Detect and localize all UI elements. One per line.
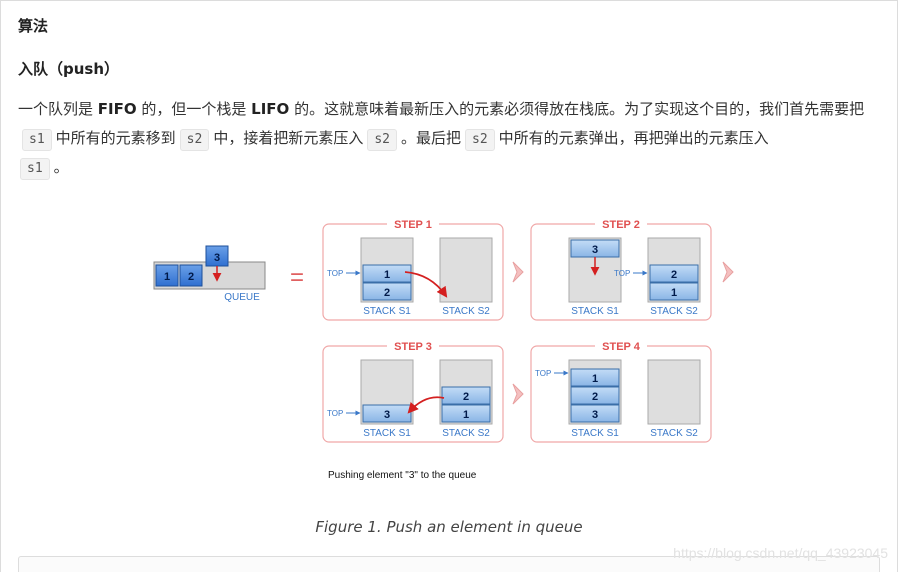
stack-item-label: 3	[592, 409, 598, 421]
text-segment: 。	[53, 158, 69, 176]
step-title-bg	[595, 339, 647, 352]
stack-item	[441, 386, 491, 405]
top-indicator-label: TOP	[327, 409, 343, 418]
watermark-text: https://blog.csdn.net/qq_43923045	[673, 545, 888, 561]
figure-caption: Figure 1. Push an element in queue	[315, 518, 583, 536]
stack-item-label: 2	[384, 287, 390, 299]
section-heading-push: 入队（push）	[18, 60, 120, 78]
step-title-bg	[387, 217, 439, 230]
stack-item	[649, 264, 699, 283]
lifo-term: LIFO	[251, 100, 290, 118]
equals-sign: =	[290, 264, 304, 291]
stack-item	[570, 386, 620, 405]
stack-item	[570, 404, 620, 423]
step-title-bg	[387, 339, 439, 352]
step-title: STEP 3	[394, 341, 432, 353]
text-segment: 中，接着把新元素压入	[213, 129, 364, 147]
step-panel: STEP 2 STACK S1 STACK S2 3 2 1 TOP	[530, 217, 712, 321]
stack-item-label: 2	[592, 391, 598, 403]
inline-code-s2: s2	[465, 129, 495, 151]
text-segment: 的。这就意味着最新压入的元素必须得放在栈底。为了实现这个目的，我们首先需要把	[289, 100, 865, 118]
text-segment: 中所有的元素弹出，再把弹出的元素压入	[498, 129, 769, 147]
inline-code-s1: s1	[22, 129, 52, 151]
stack-s1-label: STACK S1	[571, 306, 619, 317]
text-segment: 的，但一个栈是	[136, 100, 252, 118]
transfer-arrow	[407, 396, 445, 414]
stack-item-label: 1	[671, 287, 677, 299]
stack-item-label: 2	[463, 391, 469, 403]
stack-item	[570, 368, 620, 387]
description-paragraph: 一个队列是 FIFO 的，但一个栈是 LIFO 的。这就意味着最新压入的元素必须…	[18, 95, 880, 182]
queue-item-label: 1	[164, 271, 170, 283]
step-panel: STEP 1 STACK S1 STACK S2 1 2 TOP	[322, 217, 504, 321]
stack-s2-label: STACK S2	[650, 306, 698, 317]
step-chevron	[512, 383, 524, 405]
stack-item-label: 1	[384, 269, 390, 281]
next-block-container	[18, 556, 880, 572]
section-heading-algorithm: 算法	[18, 17, 49, 35]
queue-incoming-item-label: 3	[214, 252, 220, 264]
stack-s2	[647, 359, 701, 425]
stack-item	[649, 282, 699, 301]
stack-item-label: 2	[671, 269, 677, 281]
stack-s1-label: STACK S1	[571, 428, 619, 439]
step-chevron	[722, 261, 734, 283]
inline-code-s1: s1	[20, 158, 50, 180]
step-title: STEP 4	[602, 341, 641, 353]
transfer-arrow	[404, 271, 448, 298]
figure-subcaption: Pushing element "3" to the queue	[328, 470, 477, 481]
queue-item	[179, 264, 203, 287]
stack-item-label: 1	[463, 409, 469, 421]
step-panel: STEP 3 STACK S1 STACK S2 3 2 1 TOP	[322, 339, 504, 443]
fifo-term: FIFO	[97, 100, 137, 118]
stack-s2-label: STACK S2	[442, 306, 490, 317]
stack-item-label: 3	[384, 409, 390, 421]
stack-item-label: 3	[592, 244, 598, 256]
text-segment: 。最后把	[401, 129, 462, 147]
step-title: STEP 2	[602, 219, 640, 231]
step-title-bg	[595, 217, 647, 230]
top-indicator-label: TOP	[327, 269, 343, 278]
queue-illustration: 1 2 3 QUEUE =	[153, 245, 304, 303]
queue-label: QUEUE	[224, 292, 260, 303]
text-segment: 中所有的元素移到	[55, 129, 176, 147]
inline-code-s2: s2	[367, 129, 397, 151]
step-panel: STEP 4 STACK S1 STACK S2 1 2 3 TOP	[530, 339, 712, 443]
top-indicator-label: TOP	[535, 369, 551, 378]
step-title: STEP 1	[394, 219, 432, 231]
stack-s2-label: STACK S2	[650, 428, 698, 439]
stack-item	[441, 404, 491, 423]
stack-s2-label: STACK S2	[442, 428, 490, 439]
queue-item	[155, 264, 179, 287]
stack-s1-label: STACK S1	[363, 428, 411, 439]
stack-s2	[439, 237, 493, 303]
top-indicator-label: TOP	[614, 269, 630, 278]
stack-item-label: 1	[592, 373, 598, 385]
inline-code-s2: s2	[179, 129, 210, 151]
text-segment: 一个队列是	[18, 100, 98, 118]
stack-item	[362, 282, 412, 301]
queue-item-label: 2	[188, 271, 194, 283]
step-chevron	[512, 261, 524, 283]
stack-s1-label: STACK S1	[363, 306, 411, 317]
